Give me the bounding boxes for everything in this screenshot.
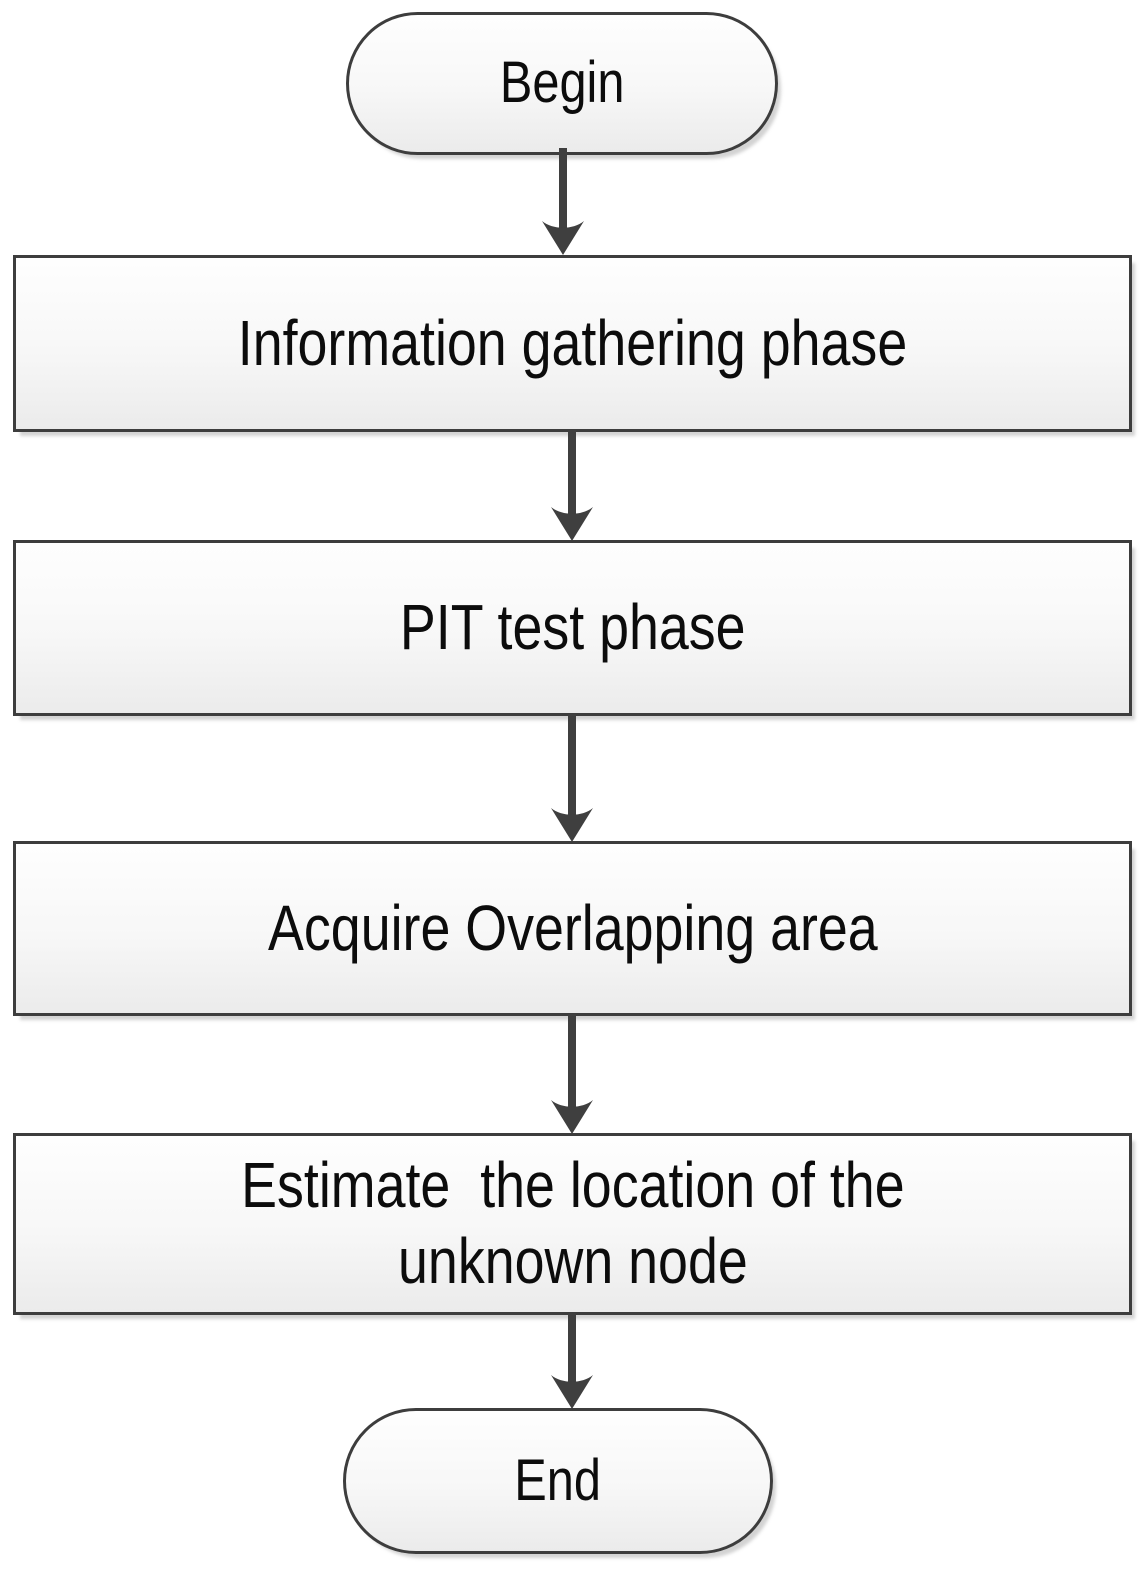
arrow-overlap-to-estimate (551, 1014, 593, 1134)
flow-node-estimate-location: Estimate the location of the unknown nod… (13, 1133, 1132, 1315)
flow-node-acquire-overlapping-area-label: Acquire Overlapping area (267, 891, 878, 964)
flow-node-acquire-overlapping-area: Acquire Overlapping area (13, 841, 1132, 1016)
flow-node-end: End (343, 1408, 773, 1554)
flow-node-end-label: End (514, 1447, 602, 1513)
flow-node-information-gathering-label: Information gathering phase (237, 306, 908, 379)
flow-node-begin-label: Begin (499, 50, 625, 116)
arrow-info-to-pit (551, 430, 593, 541)
arrow-estimate-to-end (551, 1313, 593, 1409)
flow-node-pit-test: PIT test phase (13, 540, 1132, 716)
arrow-pit-to-overlap (551, 714, 593, 842)
arrow-begin-to-info (542, 148, 584, 255)
flow-node-begin: Begin (346, 12, 778, 155)
flow-node-information-gathering: Information gathering phase (13, 255, 1132, 432)
flow-node-pit-test-label: PIT test phase (399, 591, 746, 664)
flow-node-estimate-location-label: Estimate the location of the unknown nod… (240, 1149, 905, 1297)
